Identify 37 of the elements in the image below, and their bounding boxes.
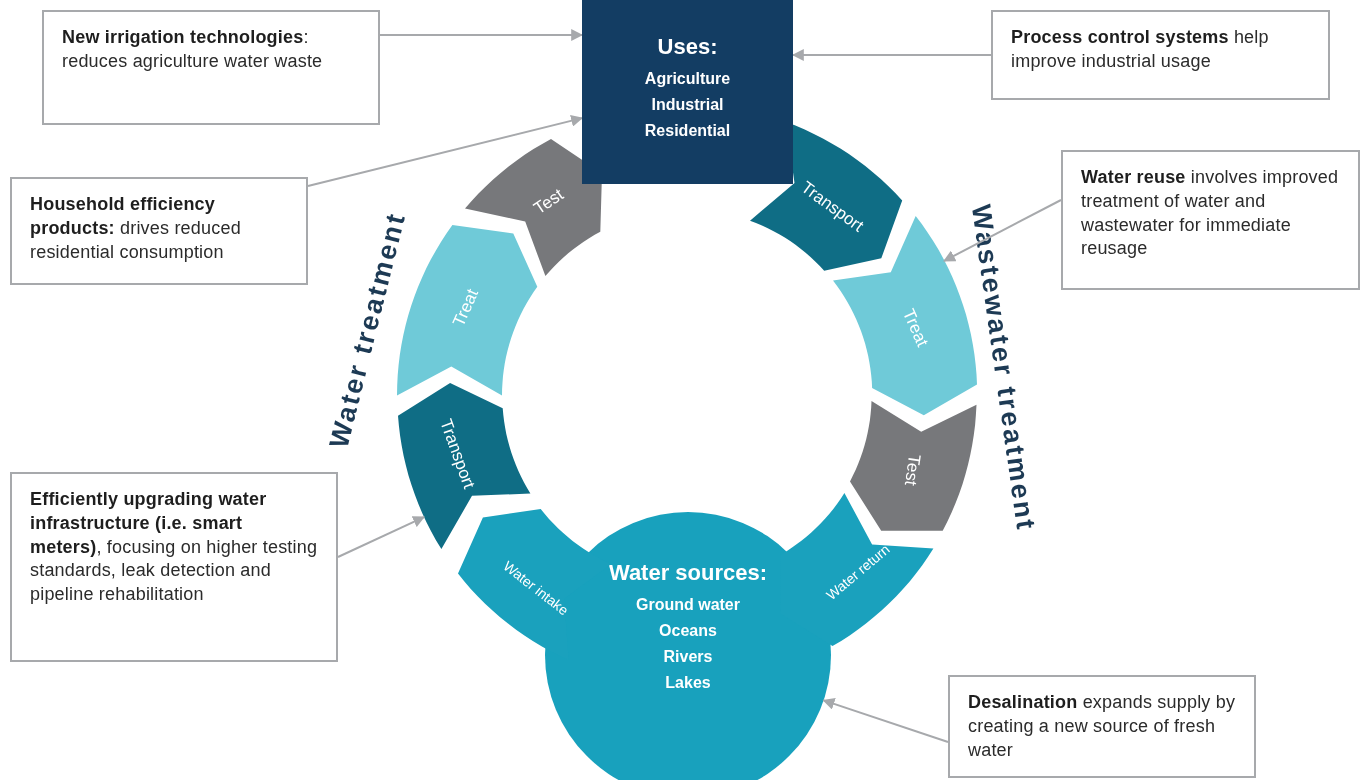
segment-label: Test (530, 184, 568, 219)
callout-text: New irrigation technologies: reduces agriculture water waste (62, 26, 324, 73)
cycle-arrow-segment (397, 382, 531, 549)
list-item: Lakes (665, 674, 711, 692)
arrow (943, 199, 1062, 262)
callout-text: Desalination expands supply by creating a new source of fresh water (968, 691, 1236, 762)
uses-box (582, 0, 793, 184)
callout-box (991, 10, 1330, 100)
cycle-arrow-segment (750, 122, 903, 272)
arrow (791, 49, 992, 61)
segment-label: Treat (448, 286, 484, 330)
list-item: Agriculture (644, 70, 731, 88)
list-item: Rivers (663, 648, 713, 666)
arrow (822, 698, 949, 743)
arrow (337, 516, 426, 558)
box-heading: Water sources: (608, 560, 768, 586)
section-label: Wastewater treatment (964, 202, 1042, 534)
arrow (379, 29, 584, 41)
segment-label: Test (900, 453, 925, 488)
list-item: Oceans (659, 622, 717, 640)
cycle-arrow-segment (850, 401, 977, 532)
segment-label: Treat (897, 305, 932, 350)
callout-text: Efficiently upgrading water infrastructure (i.e. smart meters), focusing on higher testing standards, leak detection and pipeline rehabilitation (30, 488, 318, 606)
callout-box (10, 472, 338, 662)
callout-text: Process control systems help improve industrial usage (1011, 26, 1270, 73)
list-item: Ground water (636, 596, 740, 614)
callout-text: Household efficiency products: drives reduced residential consumption (30, 193, 242, 264)
box-heading: Uses: (657, 34, 718, 60)
callout-text: Water reuse involves improved treatment of water and wastewater for immediate reusage (1081, 166, 1340, 261)
callout-box (42, 10, 380, 125)
callout-box (948, 675, 1256, 778)
list-item: Residential (644, 122, 731, 140)
callout-box (10, 177, 308, 285)
callout-box (1061, 150, 1360, 290)
cycle-arrow-segment (464, 138, 602, 277)
list-item: Industrial (651, 96, 724, 114)
arrow (307, 114, 584, 187)
